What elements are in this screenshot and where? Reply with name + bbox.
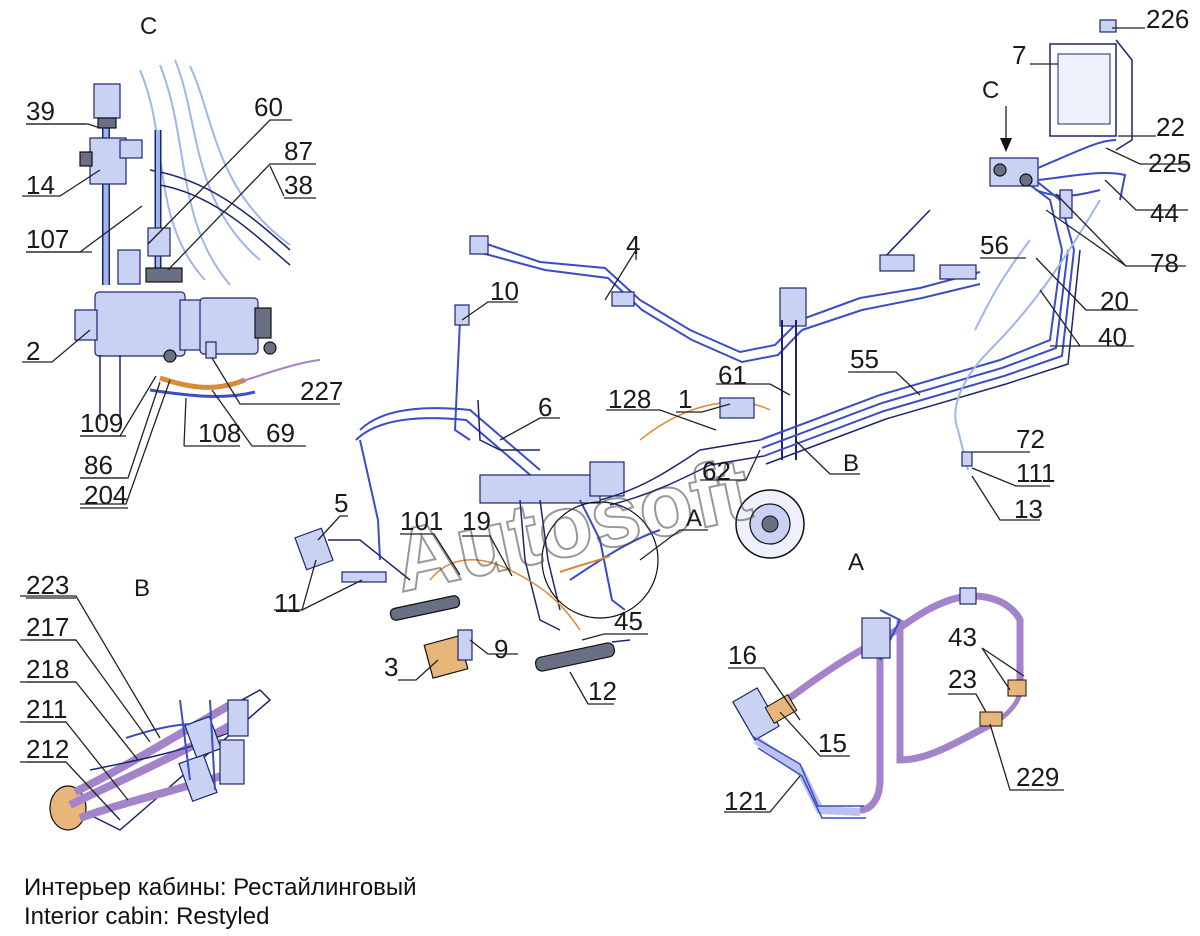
view-b-detail [49, 689, 272, 831]
callout-111: 111 [1016, 458, 1056, 488]
callout-40: 40 [1098, 322, 1127, 352]
clamp-part [861, 617, 891, 659]
callout-101: 101 [400, 506, 443, 536]
callout-72: 72 [1016, 424, 1045, 454]
callout-6: 6 [538, 392, 552, 422]
caption-russian: Интерьер кабины: Рестайлинговый [24, 874, 417, 901]
hydraulic-cylinder-12 [534, 642, 616, 672]
callout-12: 12 [588, 676, 617, 706]
callout-numbers: 226 7 22 225 44 78 56 20 40 55 72 111 13… [26, 4, 1191, 816]
hydraulic-cylinder-left [389, 595, 461, 621]
callout-11: 11 [274, 588, 301, 618]
view-a-arrow-label: A [686, 505, 702, 532]
callout-121: 121 [724, 786, 767, 816]
callout-38: 38 [284, 170, 313, 200]
callout-109: 109 [80, 408, 123, 438]
main-hose-assembly [294, 19, 1133, 679]
callout-62: 62 [702, 456, 731, 486]
callout-87: 87 [284, 136, 313, 166]
callout-5: 5 [334, 488, 348, 518]
sensor-part [719, 397, 755, 419]
callout-86: 86 [84, 450, 113, 480]
callout-9: 9 [494, 634, 508, 664]
callout-19: 19 [462, 506, 491, 536]
detail-circle-a [541, 501, 659, 619]
callout-16: 16 [728, 640, 757, 670]
callout-2: 2 [26, 336, 40, 366]
callout-55: 55 [850, 344, 879, 374]
callout-227: 227 [300, 376, 343, 406]
view-b-title: B [134, 575, 150, 602]
callout-44: 44 [1150, 198, 1179, 228]
callout-underlines [26, 123, 316, 763]
callout-39: 39 [26, 96, 55, 126]
callout-225: 225 [1148, 148, 1191, 178]
callout-78: 78 [1150, 248, 1179, 278]
caption-english: Interior cabin: Restyled [24, 903, 270, 930]
callout-14: 14 [26, 170, 55, 200]
callout-10: 10 [490, 276, 519, 306]
callout-20: 20 [1100, 286, 1129, 316]
callout-204: 204 [84, 480, 127, 510]
quick-coupler-part [93, 83, 121, 119]
view-a-title: A [848, 549, 864, 576]
small-cylinder-part [341, 571, 387, 583]
callout-3: 3 [384, 652, 398, 682]
view-c-title: C [140, 13, 157, 40]
callout-218: 218 [26, 654, 69, 684]
callout-7: 7 [1012, 40, 1026, 70]
callout-226: 226 [1146, 4, 1189, 34]
callout-22: 22 [1156, 112, 1185, 142]
callout-56: 56 [980, 230, 1009, 260]
callout-128: 128 [608, 384, 651, 414]
view-c-arrowhead [1000, 138, 1012, 152]
callout-229: 229 [1016, 762, 1059, 792]
callout-23: 23 [948, 664, 977, 694]
callout-45: 45 [614, 606, 643, 636]
view-c-detail [74, 59, 321, 420]
callout-1: 1 [678, 384, 692, 414]
callout-15: 15 [818, 728, 847, 758]
view-b-arrow-label: B [843, 450, 859, 477]
callout-223: 223 [26, 570, 69, 600]
callout-211: 211 [26, 694, 67, 724]
view-a-detail [732, 587, 1027, 819]
callout-108: 108 [198, 418, 241, 448]
callout-69: 69 [266, 418, 295, 448]
callout-212: 212 [26, 734, 69, 764]
callout-43: 43 [948, 622, 977, 652]
callout-107: 107 [26, 224, 69, 254]
hydraulic-pump-part [94, 291, 186, 357]
callout-61: 61 [718, 360, 747, 390]
callout-4: 4 [626, 230, 640, 260]
view-c-arrow-label: C [982, 77, 999, 104]
callout-13: 13 [1014, 494, 1043, 524]
callout-60: 60 [254, 92, 283, 122]
callout-217: 217 [26, 612, 69, 642]
